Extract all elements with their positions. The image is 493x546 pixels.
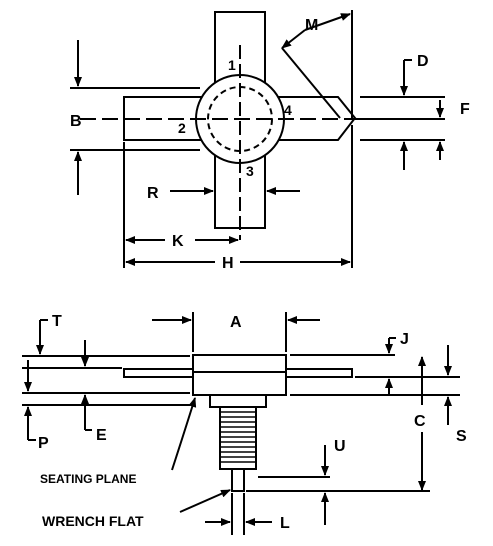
wrench-flat-tip xyxy=(231,468,245,492)
pin-3-label: 3 xyxy=(246,163,254,179)
top-view: M D B F R K H 1 2 3 4 xyxy=(70,10,470,272)
stud-head xyxy=(209,394,267,408)
label-l: L xyxy=(280,515,290,532)
label-k: K xyxy=(172,233,184,250)
label-b: B xyxy=(70,113,82,130)
label-e: E xyxy=(96,427,107,444)
label-p: P xyxy=(38,435,49,452)
label-r: R xyxy=(147,185,159,202)
label-t: T xyxy=(52,313,62,330)
seating-plane-leader xyxy=(171,397,197,471)
thread-lines xyxy=(220,411,256,463)
m-arrow-2 xyxy=(281,29,306,49)
side-view: T A J P E C S U L SEATING PLANE WRENCH F… xyxy=(22,312,467,535)
label-s: S xyxy=(456,428,467,445)
pin-1-label: 1 xyxy=(228,57,236,73)
wrench-flat-leader xyxy=(179,489,231,513)
label-m: M xyxy=(305,17,318,34)
m-arrow xyxy=(304,13,351,31)
label-h: H xyxy=(222,255,234,272)
label-u: U xyxy=(334,438,346,455)
body-cap xyxy=(192,354,287,396)
chamfer-line xyxy=(281,47,341,119)
label-f: F xyxy=(460,101,470,118)
label-a: A xyxy=(230,314,242,331)
wrench-flat-note: WRENCH FLAT xyxy=(42,513,144,529)
label-j: J xyxy=(400,331,409,348)
pin-2-label: 2 xyxy=(178,120,186,136)
label-c: C xyxy=(414,413,426,430)
seating-plane-note: SEATING PLANE xyxy=(40,472,136,486)
label-d: D xyxy=(417,53,429,70)
pin-4-label: 4 xyxy=(284,102,292,118)
